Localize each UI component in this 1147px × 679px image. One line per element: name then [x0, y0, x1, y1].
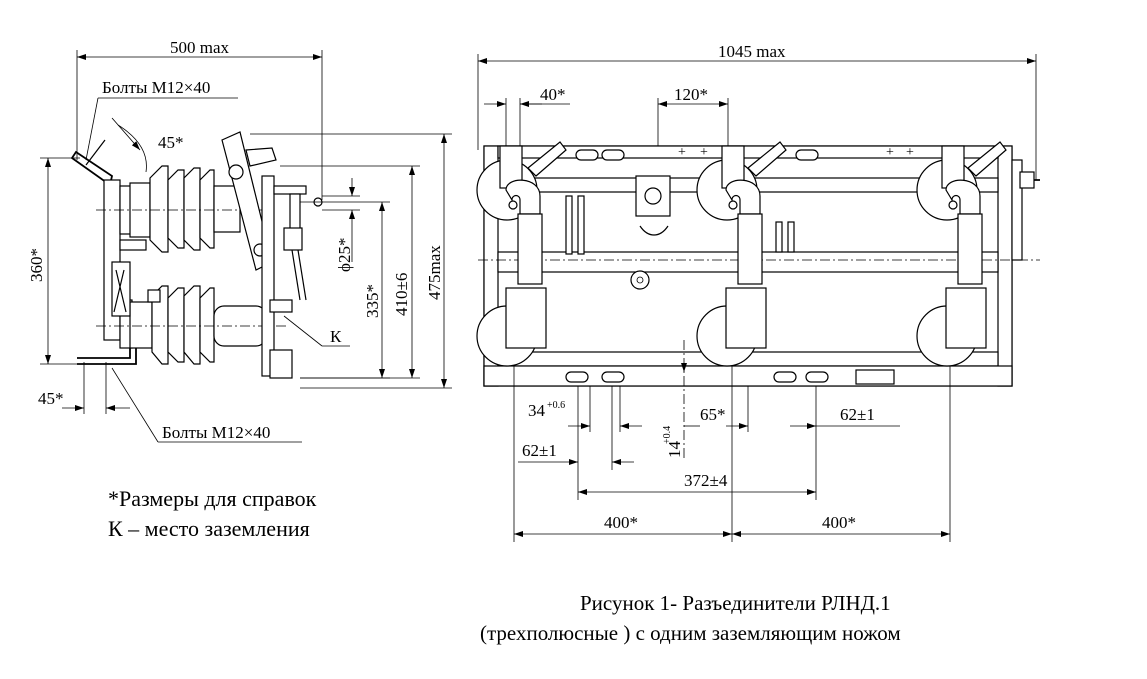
dim-62-right: 62±1 — [840, 405, 875, 424]
dim-400-left: 400* — [604, 513, 638, 532]
dim-40: 40* — [540, 85, 566, 104]
note-grounding-place: К – место заземления — [108, 516, 310, 541]
svg-text:+: + — [678, 145, 686, 160]
front-view: 1045 max 40* 120* + + + + — [476, 42, 1040, 542]
dim-1045-max: 1045 max — [718, 42, 786, 61]
dim-diameter-25: ϕ25* — [335, 238, 354, 272]
dim-120: 120* — [674, 85, 708, 104]
dim-angle-45-top: 45* — [158, 133, 184, 152]
svg-text:+: + — [700, 145, 708, 160]
dim-14-tolerance: +0.4 — [662, 426, 673, 444]
dim-360: 360* — [27, 248, 46, 282]
dim-34: 34 — [528, 401, 546, 420]
dim-34-tolerance: +0.6 — [547, 400, 565, 411]
svg-text:+: + — [886, 145, 894, 160]
reference-notes: *Размеры для справок К – место заземлени… — [108, 484, 316, 544]
dim-14: 14 — [665, 441, 684, 459]
dim-500-max: 500 max — [170, 38, 230, 57]
figure-caption-line1: Рисунок 1- Разъединители РЛНД.1 — [580, 591, 891, 615]
dim-372: 372±4 — [684, 471, 728, 490]
label-bolts-top: Болты М12×40 — [102, 78, 210, 97]
dim-400-right: 400* — [822, 513, 856, 532]
note-reference-dimensions: *Размеры для справок — [108, 486, 317, 511]
dim-62-left: 62±1 — [522, 441, 557, 460]
dim-335: 335* — [363, 284, 382, 318]
side-view: 500 max Болты М12×40 45* — [27, 38, 452, 443]
label-bolts-bottom: Болты М12×40 — [162, 423, 270, 442]
dim-475-max: 475max — [425, 245, 444, 300]
svg-text:+: + — [906, 145, 914, 160]
label-ground-k: К — [330, 327, 342, 346]
dim-angle-45-bottom: 45* — [38, 389, 64, 408]
figure-caption-line2: (трехполюсные ) с одним заземляющим ножо… — [480, 621, 901, 645]
dim-410: 410±6 — [392, 273, 411, 316]
dim-65: 65* — [700, 405, 726, 424]
